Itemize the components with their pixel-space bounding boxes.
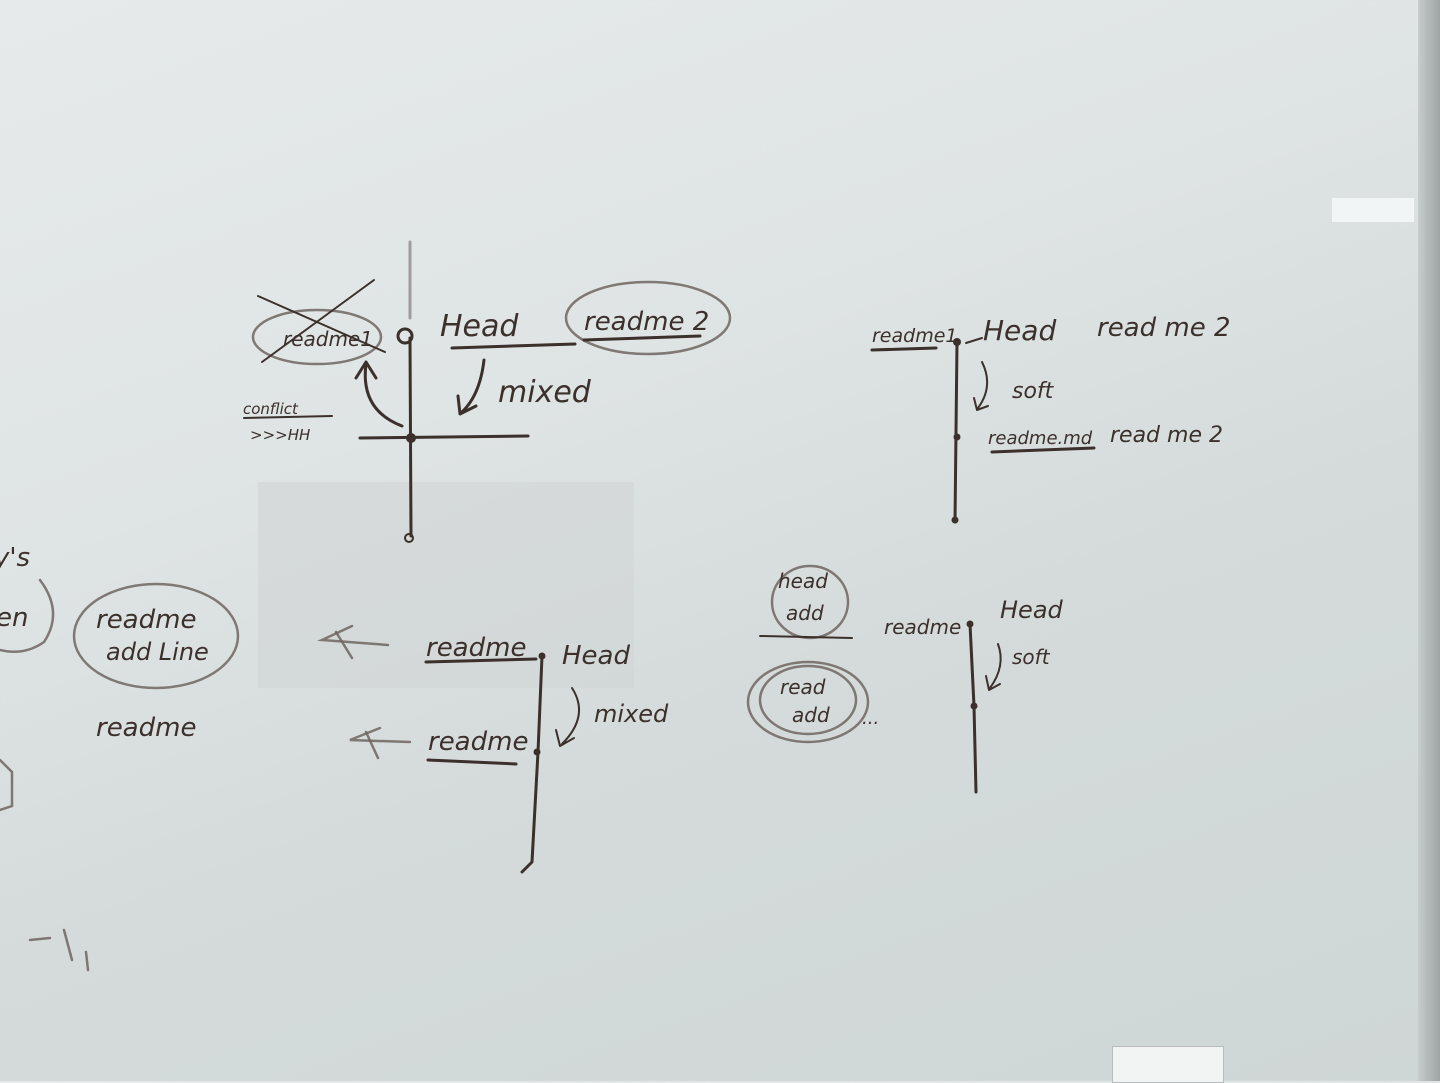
readme-md-label: readme.md bbox=[988, 428, 1093, 449]
cross-stroke-1 bbox=[257, 295, 386, 353]
read-add-line1: read bbox=[780, 675, 826, 699]
head-commit-dot bbox=[966, 620, 974, 628]
head-label: Head bbox=[562, 641, 630, 671]
readme1-label: readme1 bbox=[872, 325, 958, 347]
readme2-circle bbox=[564, 280, 732, 356]
mixed-arrow-head bbox=[456, 394, 478, 416]
head-label: Head bbox=[1000, 596, 1064, 624]
diagram-3: y's en readme add Line readme readme Hea… bbox=[0, 543, 669, 874]
partial-circle bbox=[0, 578, 55, 653]
soft-label: soft bbox=[1012, 645, 1051, 669]
mixed-arrow-head bbox=[555, 729, 575, 747]
commit-line bbox=[520, 654, 544, 874]
curved-arrow bbox=[363, 362, 404, 428]
partial-box bbox=[0, 758, 14, 812]
stray-marks bbox=[28, 928, 90, 972]
read-add-circle-inner bbox=[758, 664, 858, 736]
top-readme-label: readme bbox=[426, 633, 526, 663]
add-line-label: add Line bbox=[106, 638, 209, 666]
readme2-underline bbox=[582, 334, 702, 342]
bottom-readme-label: readme bbox=[428, 727, 528, 757]
conflict-note: conflict bbox=[243, 400, 299, 418]
diagram-2: readme1 Head read me 2 soft readme.md re… bbox=[870, 313, 1231, 524]
curved-arrow-head bbox=[354, 360, 378, 380]
soft-arrow bbox=[989, 643, 1002, 689]
conflict-markers: >>>HH bbox=[250, 426, 310, 444]
pointer-arrow bbox=[965, 337, 983, 344]
partial-text-1: y's bbox=[0, 543, 30, 573]
readme-md-underline bbox=[990, 446, 1096, 454]
cross-stroke-2 bbox=[261, 279, 375, 363]
diagram-1: readme1 conflict >>>HH Head readme 2 mix… bbox=[243, 240, 732, 543]
partial-text-2: en bbox=[0, 603, 28, 633]
light-reflection bbox=[1332, 198, 1414, 222]
outlet-plate bbox=[1112, 1046, 1224, 1083]
readme1-underline bbox=[870, 346, 938, 352]
head-add-underline bbox=[759, 635, 853, 639]
head-add-line1: head bbox=[778, 569, 828, 593]
head-add-line2: add bbox=[786, 601, 824, 625]
bottom-left-arrow bbox=[349, 726, 412, 744]
wall-edge bbox=[1418, 0, 1440, 1081]
diagram-4: head add read add ... readme Head soft bbox=[746, 564, 1064, 794]
soft-arrow-head bbox=[985, 675, 1001, 691]
base-commit-dot bbox=[404, 533, 414, 543]
readme-add-line-circle bbox=[72, 582, 240, 690]
mixed-label: mixed bbox=[594, 700, 669, 728]
readme-circle-label: readme bbox=[96, 605, 196, 635]
head-commit-dot bbox=[396, 327, 414, 345]
crossed-ellipse bbox=[251, 308, 383, 366]
top-left-arrow bbox=[317, 624, 390, 647]
bottom-left-arrow-tail bbox=[364, 730, 380, 760]
readme-plain-label: readme bbox=[96, 713, 196, 743]
head-commit-dot bbox=[538, 652, 546, 660]
mid-commit-dot bbox=[533, 748, 541, 756]
top-readme-underline bbox=[424, 657, 538, 664]
ellipsis: ... bbox=[862, 708, 879, 729]
head-label: Head bbox=[983, 314, 1056, 347]
mid-commit-dot bbox=[970, 702, 978, 710]
mid-commit-dot bbox=[953, 433, 961, 441]
soft-arrow bbox=[977, 361, 989, 409]
top-left-arrow-tail bbox=[334, 630, 354, 660]
readme2-label: read me 2 bbox=[1097, 313, 1231, 343]
mixed-arrow bbox=[561, 687, 580, 745]
mid-branch-line bbox=[358, 434, 530, 440]
screen-reflection bbox=[258, 482, 634, 688]
head-label: Head bbox=[440, 309, 519, 344]
readme2-lower-label: read me 2 bbox=[1110, 423, 1223, 448]
mixed-label: mixed bbox=[498, 375, 592, 410]
head-commit-dot bbox=[953, 338, 961, 346]
mixed-arrow bbox=[460, 358, 486, 414]
crossed-label: readme1 bbox=[283, 327, 373, 351]
base-commit-dot bbox=[951, 516, 959, 524]
head-underline bbox=[450, 342, 577, 350]
read-add-circle-outer bbox=[746, 660, 870, 744]
soft-label: soft bbox=[1012, 379, 1055, 404]
read-add-line2: add bbox=[792, 703, 830, 727]
circled-label: readme 2 bbox=[584, 307, 709, 337]
bottom-readme-underline bbox=[426, 758, 518, 766]
soft-arrow-head bbox=[973, 397, 989, 411]
commit-line bbox=[953, 340, 959, 524]
note-underline bbox=[243, 415, 333, 419]
readme-label: readme bbox=[884, 615, 961, 639]
